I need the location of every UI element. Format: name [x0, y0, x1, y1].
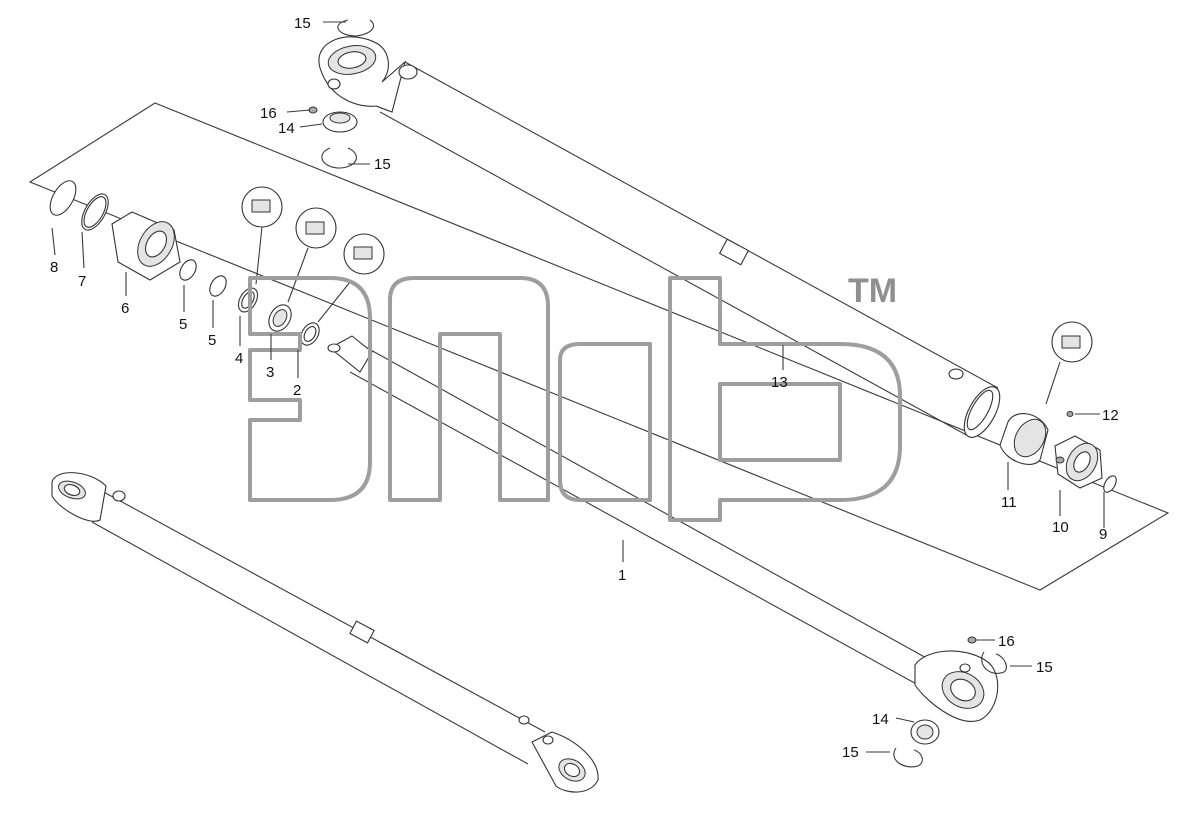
label-8: 8 — [50, 259, 58, 276]
part-16-nipple-top — [308, 106, 318, 114]
exploded-view-frame — [28, 102, 1170, 591]
part-5-ring-b — [209, 275, 227, 297]
part-15-snapring-bottom — [893, 747, 923, 768]
part-9-ring — [1103, 475, 1117, 493]
label-2: 2 — [293, 382, 301, 399]
part-16-nipple-bottom — [967, 636, 977, 644]
label-11: 11 — [1001, 494, 1017, 511]
label-5b: 5 — [208, 332, 216, 349]
watermark-tm: TM — [848, 272, 897, 310]
label-13: 13 — [771, 374, 788, 391]
bottom-pivot-parts — [893, 636, 1007, 768]
label-16-top: 16 — [260, 105, 277, 122]
label-4: 4 — [235, 350, 243, 367]
part-15-snapring-mid — [321, 147, 357, 169]
label-6: 6 — [121, 300, 129, 317]
label-15-bottom: 15 — [842, 744, 859, 761]
part-8-ring — [49, 180, 77, 216]
part-15-snapring-right — [981, 651, 1007, 674]
label-10: 10 — [1052, 519, 1069, 536]
label-15-mid: 15 — [374, 156, 391, 173]
label-14-bottom: 14 — [872, 711, 889, 728]
assembled-cylinder — [51, 472, 599, 793]
part-12-pin — [1066, 411, 1074, 417]
label-14-top: 14 — [278, 120, 295, 137]
head-parts — [49, 180, 320, 346]
leader-lines — [51, 21, 1105, 753]
watermark-logo: TM — [248, 272, 902, 522]
seal-detail-callouts — [241, 186, 1093, 405]
label-3: 3 — [266, 364, 274, 381]
part-5-ring-a — [179, 259, 197, 281]
cylinder-barrel — [318, 36, 1001, 438]
callout-numbers: 8 7 6 5 5 4 3 2 1 13 11 10 9 12 15 16 14… — [50, 15, 1119, 761]
label-15-right: 15 — [1036, 659, 1053, 676]
piston-rod — [327, 335, 999, 722]
label-16-bottom: 16 — [998, 633, 1015, 650]
label-15-top: 15 — [294, 15, 311, 32]
top-pivot-parts — [308, 19, 374, 169]
label-12: 12 — [1102, 407, 1119, 424]
label-5a: 5 — [179, 316, 187, 333]
piston-parts — [999, 411, 1117, 493]
label-1: 1 — [618, 567, 626, 584]
label-7: 7 — [78, 273, 86, 290]
part-15-snapring-top — [337, 19, 374, 37]
label-9: 9 — [1099, 526, 1107, 543]
